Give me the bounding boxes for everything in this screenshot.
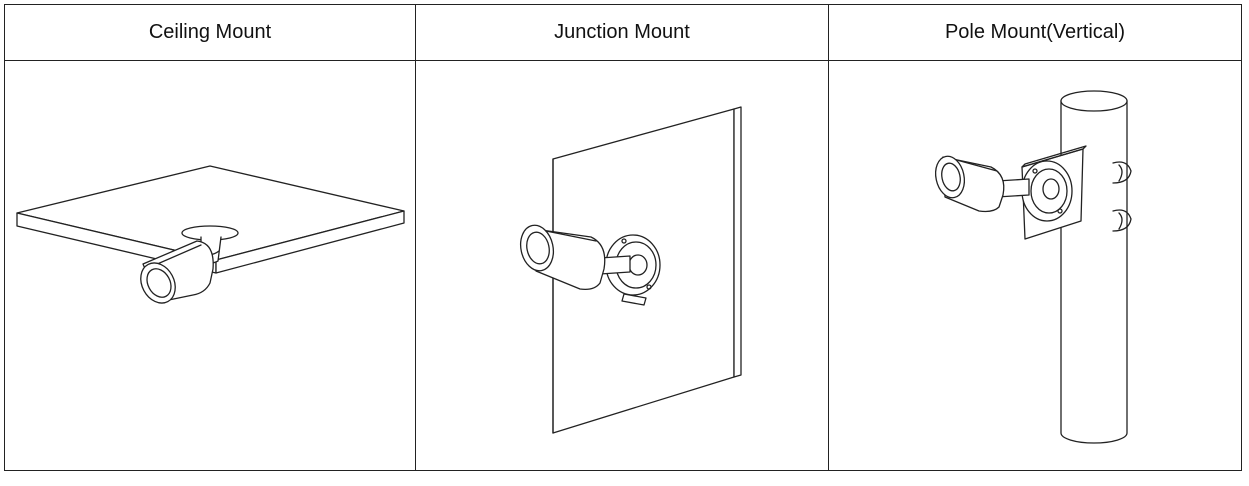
junction-mount-illustration	[519, 106, 742, 434]
pole-mount-figure	[829, 61, 1241, 470]
ceiling-mount-illustration	[16, 165, 405, 304]
header-pole-mount-vertical: Pole Mount(Vertical)	[829, 5, 1241, 61]
pole-mount-illustration	[934, 90, 1132, 444]
ceiling-mount-figure	[5, 61, 416, 470]
mount-type-table: Ceiling Mount Junction Mount Pole Mount(…	[4, 4, 1242, 471]
header-junction-mount: Junction Mount	[416, 5, 829, 61]
junction-mount-figure	[416, 61, 829, 470]
header-ceiling-mount: Ceiling Mount	[5, 5, 416, 61]
